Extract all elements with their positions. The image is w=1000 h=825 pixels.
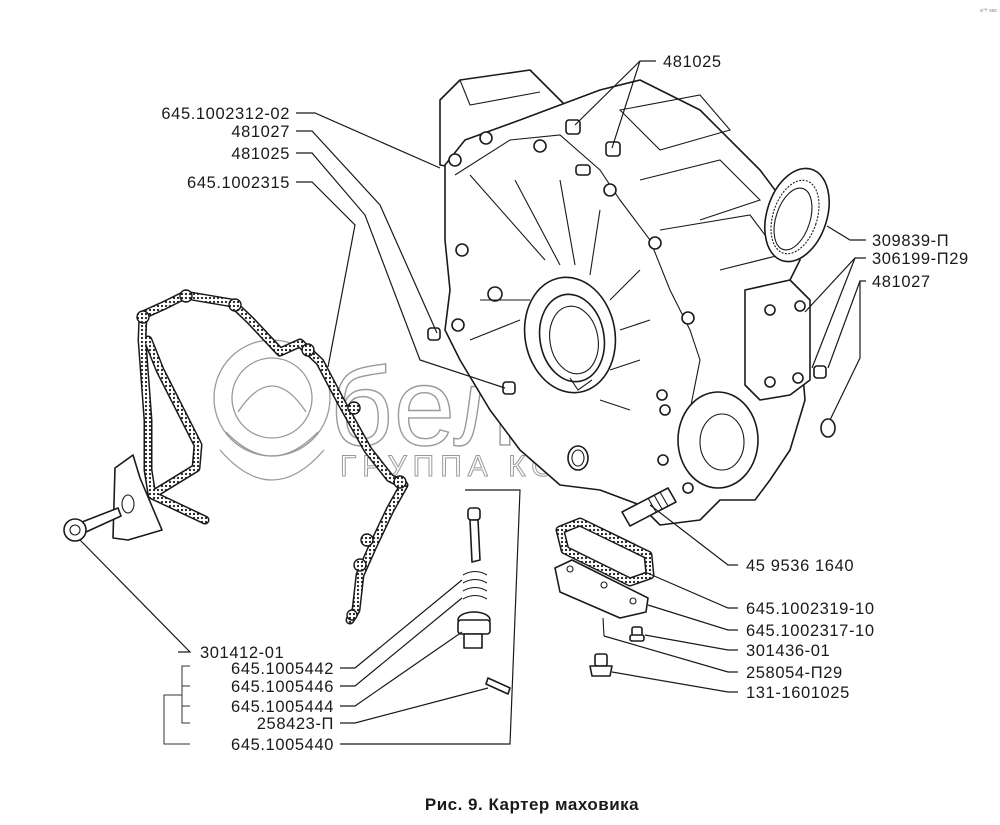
- part-label: 306199-П29: [872, 250, 969, 268]
- hatch-cover-gasket: [555, 517, 655, 587]
- part-label: 309839-П: [872, 232, 949, 250]
- part-label: 645.1002319-10: [746, 600, 875, 618]
- part-label: 645.1005440: [231, 736, 334, 754]
- hatch-cover: [554, 559, 649, 619]
- part-label: 131-1601025: [746, 684, 850, 702]
- crankshaft-oil-seal: [523, 276, 617, 394]
- part-label: 481025: [231, 145, 290, 163]
- labels-bottom-right: 45 9536 1640 645.1002319-10 645.1002317-…: [746, 557, 875, 702]
- corner-mark: a™ sss: [980, 8, 997, 14]
- front-cover-gasket: [136, 289, 409, 625]
- part-label: 645.1005446: [231, 678, 334, 696]
- part-label: 45 9536 1640: [746, 557, 854, 575]
- part-label: 481027: [872, 273, 931, 291]
- pin: [602, 617, 605, 637]
- labels-top-left: 645.1002312-02 481027 481025 645.1002315: [161, 105, 290, 192]
- bracket-bolt: [63, 454, 163, 542]
- drain-plug: [589, 653, 613, 677]
- side-plug: [813, 365, 827, 379]
- figure-caption: Рис. 9. Картер маховика: [425, 795, 639, 814]
- part-label: 301412-01: [200, 644, 284, 662]
- part-label: 645.1005442: [231, 660, 334, 678]
- part-label: 481025: [663, 53, 722, 71]
- labels-bottom-left: 301412-01 645.1005442 645.1005446 645.10…: [200, 644, 334, 754]
- part-label: 645.1002317-10: [746, 622, 875, 640]
- breather-valve-assembly: [457, 507, 511, 695]
- part-label: 645.1002315: [187, 174, 290, 192]
- side-plug: [427, 327, 441, 341]
- part-label: 258423-П: [257, 715, 334, 733]
- part-label: 645.1002312-02: [161, 105, 290, 123]
- side-plug: [820, 418, 836, 438]
- part-label: 645.1005444: [231, 698, 334, 716]
- flywheel-housing: [427, 69, 836, 526]
- spring: [462, 570, 488, 600]
- pin: [485, 677, 511, 695]
- labels-right: 309839-П 306199-П29 481027: [872, 232, 969, 291]
- side-plug: [502, 381, 516, 395]
- part-label: 481027: [231, 123, 290, 141]
- bearing-seal-ring: [764, 167, 830, 263]
- small-bolt: [629, 626, 645, 642]
- stud: [621, 487, 677, 527]
- part-label: 301436-01: [746, 642, 830, 660]
- labels-top-right: 481025: [663, 53, 722, 71]
- bolt-holes: [448, 131, 695, 494]
- leader-lines: [79, 60, 866, 745]
- part-label: 258054-П29: [746, 664, 843, 682]
